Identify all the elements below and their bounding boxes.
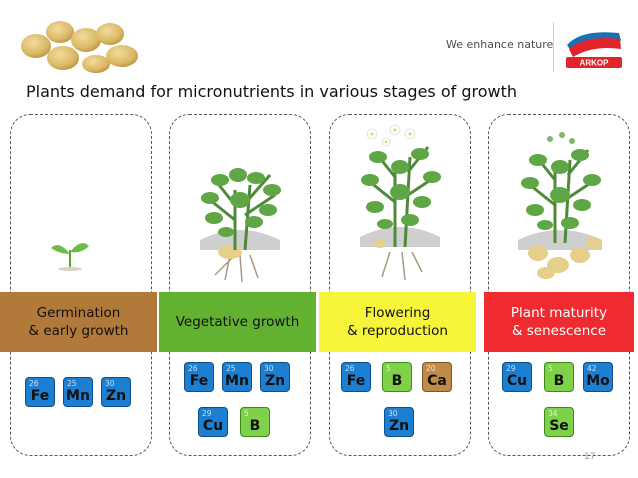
atomic-number: 29 xyxy=(506,364,516,373)
element-symbol: B xyxy=(249,418,261,434)
mature-potato-plant-icon xyxy=(518,132,602,279)
atomic-number: 30 xyxy=(264,364,274,373)
element-symbol: Zn xyxy=(105,388,127,404)
nutrient-tile-b: 5 B xyxy=(240,407,270,437)
nutrient-tile-fe: 26 Fe xyxy=(25,377,55,407)
nutrient-tile-ca: 20 Ca xyxy=(422,362,452,392)
atomic-number: 30 xyxy=(105,379,115,388)
stage-label-flowering: Flowering & reproduction xyxy=(319,292,476,352)
atomic-number: 20 xyxy=(426,364,436,373)
nutrient-tile-mo: 42 Mo xyxy=(583,362,613,392)
element-symbol: Cu xyxy=(202,418,224,434)
page-number: 17 xyxy=(584,452,596,462)
nutrient-tile-se: 34 Se xyxy=(544,407,574,437)
element-symbol: Ca xyxy=(427,373,447,389)
nutrient-tile-cu: 29 Cu xyxy=(502,362,532,392)
nutrient-tile-b: 5 B xyxy=(544,362,574,392)
page-title: Plants demand for micronutrients in vari… xyxy=(26,82,518,101)
potato-icon xyxy=(21,21,138,73)
arkop-logo: ARKOP xyxy=(566,32,622,68)
atomic-number: 26 xyxy=(345,364,355,373)
atomic-number: 26 xyxy=(29,379,39,388)
stage-label-maturity: Plant maturity & senescence xyxy=(484,292,634,352)
stage-label-vegetative: Vegetative growth xyxy=(159,292,316,352)
nutrient-tile-zn: 30 Zn xyxy=(260,362,290,392)
element-symbol: Fe xyxy=(189,373,209,389)
element-symbol: Mn xyxy=(66,388,90,404)
atomic-number: 5 xyxy=(386,364,391,373)
atomic-number: 5 xyxy=(548,364,553,373)
seedling-icon xyxy=(51,243,89,271)
nutrient-tile-zn: 30 Zn xyxy=(101,377,131,407)
element-symbol: Cu xyxy=(506,373,528,389)
atomic-number: 34 xyxy=(548,409,558,418)
nutrient-tile-b: 5 B xyxy=(382,362,412,392)
atomic-number: 25 xyxy=(226,364,236,373)
element-symbol: Se xyxy=(549,418,569,434)
element-symbol: Mn xyxy=(225,373,249,389)
element-symbol: Fe xyxy=(30,388,50,404)
logo-text: ARKOP xyxy=(580,59,610,68)
potato-plant-icon xyxy=(200,168,281,283)
atomic-number: 30 xyxy=(388,409,398,418)
tagline: We enhance nature xyxy=(446,38,554,51)
nutrient-tile-mn: 25 Mn xyxy=(222,362,252,392)
atomic-number: 5 xyxy=(244,409,249,418)
element-symbol: Fe xyxy=(346,373,366,389)
element-symbol: Mo xyxy=(586,373,610,389)
nutrient-tile-zn: 30 Zn xyxy=(384,407,414,437)
element-symbol: B xyxy=(553,373,565,389)
nutrient-tile-fe: 26 Fe xyxy=(184,362,214,392)
stage-label-germination: Germination & early growth xyxy=(0,292,157,352)
atomic-number: 25 xyxy=(67,379,77,388)
nutrient-tile-fe: 26 Fe xyxy=(341,362,371,392)
atomic-number: 29 xyxy=(202,409,212,418)
flowering-potato-plant-icon xyxy=(360,124,441,281)
atomic-number: 42 xyxy=(587,364,597,373)
element-symbol: Zn xyxy=(264,373,286,389)
element-symbol: Zn xyxy=(388,418,410,434)
nutrient-tile-cu: 29 Cu xyxy=(198,407,228,437)
atomic-number: 26 xyxy=(188,364,198,373)
logo-divider xyxy=(553,22,554,72)
element-symbol: B xyxy=(391,373,403,389)
nutrient-tile-mn: 25 Mn xyxy=(63,377,93,407)
